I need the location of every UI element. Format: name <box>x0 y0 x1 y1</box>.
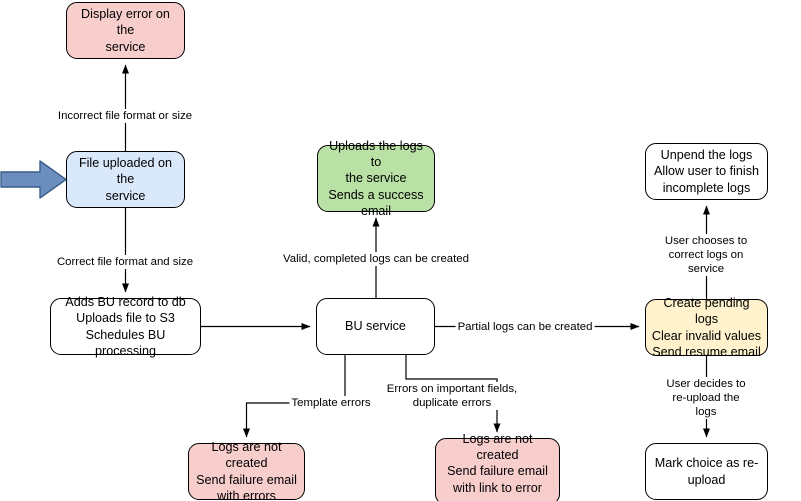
edge-label-user-decides-reupload: User decides to re-upload the logs <box>658 377 754 419</box>
node-uploads-logs[interactable]: Uploads the logs to the service Sends a … <box>317 139 435 218</box>
edge-label-partial-logs: Partial logs can be created <box>455 320 595 334</box>
node-unpend-logs-label: Unpend the logs Allow user to finish inc… <box>654 148 759 195</box>
node-bu-service-label: BU service <box>345 319 406 334</box>
edge-label-errors-important-fields: Errors on important fields, duplicate er… <box>384 382 520 410</box>
node-mark-choice-reupload[interactable]: Mark choice as re- upload <box>645 443 768 500</box>
node-file-uploaded-label: File uploaded on the service <box>78 156 173 203</box>
node-display-error[interactable]: Display error on the service <box>66 2 185 59</box>
node-logs-not-created-template[interactable]: Logs are not created Send failure email … <box>188 440 305 501</box>
node-file-uploaded[interactable]: File uploaded on the service <box>66 151 185 208</box>
node-mark-choice-reupload-label: Mark choice as re- upload <box>654 456 759 487</box>
node-adds-bu-record-label: Adds BU record to db Uploads file to S3 … <box>65 295 186 358</box>
node-display-error-label: Display error on the service <box>81 7 170 54</box>
edge-label-incorrect-format: Incorrect file format or size <box>55 109 195 123</box>
node-logs-not-created-fields[interactable]: Logs are not created Send failure email … <box>435 432 560 501</box>
node-create-pending-logs-label: Create pending logs Clear invalid values… <box>651 296 762 359</box>
entry-arrow-icon <box>0 160 67 199</box>
node-unpend-logs[interactable]: Unpend the logs Allow user to finish inc… <box>645 143 768 200</box>
edge-label-user-chooses-correct: User chooses to correct logs on service <box>658 234 754 276</box>
edge-label-template-errors: Template errors <box>289 396 373 410</box>
node-logs-not-created-fields-label: Logs are not created Send failure email … <box>447 432 548 501</box>
node-bu-service[interactable]: BU service <box>316 298 435 355</box>
node-adds-bu-record[interactable]: Adds BU record to db Uploads file to S3 … <box>50 295 201 358</box>
node-uploads-logs-label: Uploads the logs to the service Sends a … <box>328 139 424 218</box>
edge-label-correct-format: Correct file format and size <box>54 255 196 269</box>
node-create-pending-logs[interactable]: Create pending logs Clear invalid values… <box>645 296 768 359</box>
edge-label-valid-completed-logs: Valid, completed logs can be created <box>281 252 471 266</box>
node-logs-not-created-template-label: Logs are not created Send failure email … <box>196 440 297 501</box>
